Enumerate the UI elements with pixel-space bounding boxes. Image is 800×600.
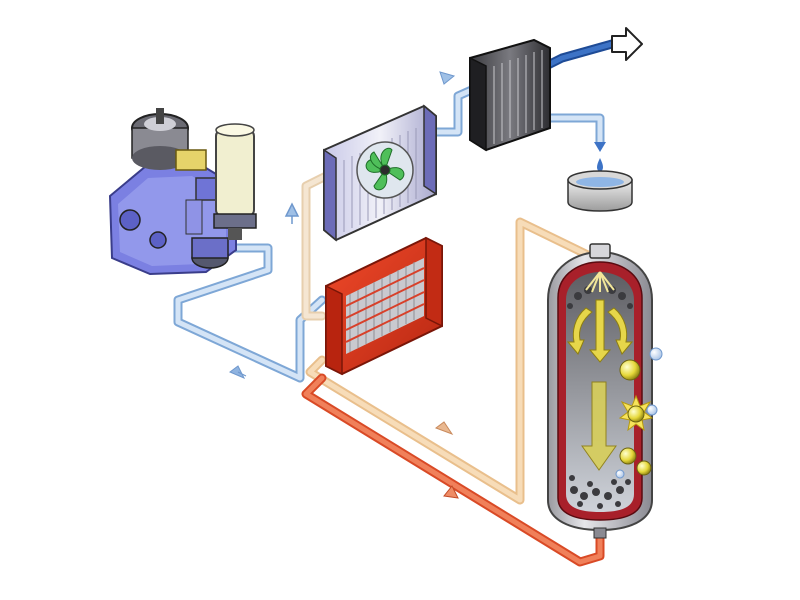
air-compressor-icon [108, 108, 257, 276]
moisture-ball-icon [619, 447, 637, 465]
cool-air-pipe-compressor-outlet [173, 243, 327, 383]
dry-air-outlet-pipe [541, 39, 617, 71]
hot-air-pipe-return [301, 373, 605, 567]
water-bubble-icon [649, 347, 663, 361]
desiccant-beads [567, 286, 633, 509]
air-spray-icon [585, 271, 615, 293]
fan-icon [365, 147, 405, 191]
desiccant-vessel-icon [547, 243, 653, 539]
moisture-indicators [615, 347, 663, 479]
condensate-separator-icon [469, 38, 551, 152]
flow-arrows [229, 71, 459, 499]
cool-air-pipe-to-radiator [301, 171, 331, 321]
pipes [173, 39, 617, 567]
outlet-arrow-icon [611, 27, 643, 61]
water-bubble-icon [646, 404, 658, 416]
warm-air-pipe-to-dryer [305, 217, 599, 505]
moisture-ball-icon [636, 460, 652, 476]
flow-arrow-icon [434, 421, 454, 436]
flow-arrow-icon [229, 365, 247, 379]
water-drop-icon [597, 158, 603, 172]
dryer-flow-arrows [566, 299, 634, 471]
spark-icon [618, 394, 654, 432]
flow-arrow-icon [443, 485, 459, 499]
moisture-ball-icon [619, 359, 641, 381]
drain-pipe [535, 113, 605, 147]
flow-arrow-icon [284, 202, 300, 224]
fan-radiator-icon [323, 104, 437, 242]
hot-heat-exchanger-icon [325, 236, 443, 376]
cool-air-pipe-to-separator [431, 83, 481, 137]
drain-bowl-icon [567, 142, 633, 212]
water-bubble-icon [615, 469, 625, 479]
flow-arrow-icon [439, 71, 456, 85]
